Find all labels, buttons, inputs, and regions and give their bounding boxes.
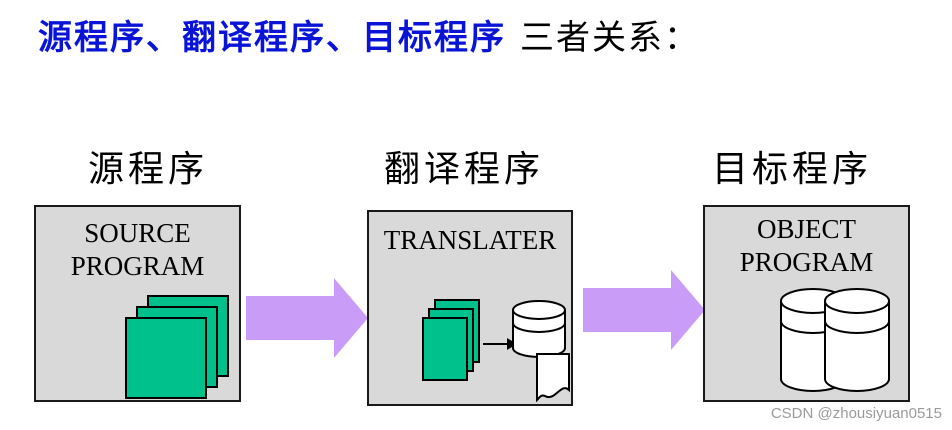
arrow-right-icon	[583, 270, 705, 350]
heading-blue-text: 源程序、翻译程序、目标程序	[38, 18, 506, 58]
translator-label: TRANSLATER	[383, 225, 557, 255]
diagram-heading: 源程序、翻译程序、目标程序三者关系：	[38, 10, 700, 59]
document-icon	[536, 353, 570, 403]
object-program-title: 目标程序	[712, 149, 873, 190]
heading-black-text: 三者关系：	[520, 18, 700, 58]
object-program-label: OBJECT PROGRAM	[739, 214, 874, 277]
source-pages-icon	[125, 295, 229, 399]
translator-box: TRANSLATER	[367, 210, 573, 406]
translator-pages-icon	[422, 299, 480, 381]
arrow-right-icon	[246, 278, 368, 358]
source-program-label: SOURCE PROGRAM	[70, 218, 205, 281]
source-program-box: SOURCE PROGRAM	[34, 205, 241, 402]
watermark: CSDN @zhousiyuan0515	[770, 405, 942, 422]
source-program-title: 源程序	[88, 149, 209, 190]
translator-program-title: 翻译程序	[384, 149, 545, 190]
database-icon	[824, 288, 890, 392]
object-program-box: OBJECT PROGRAM	[703, 205, 910, 402]
